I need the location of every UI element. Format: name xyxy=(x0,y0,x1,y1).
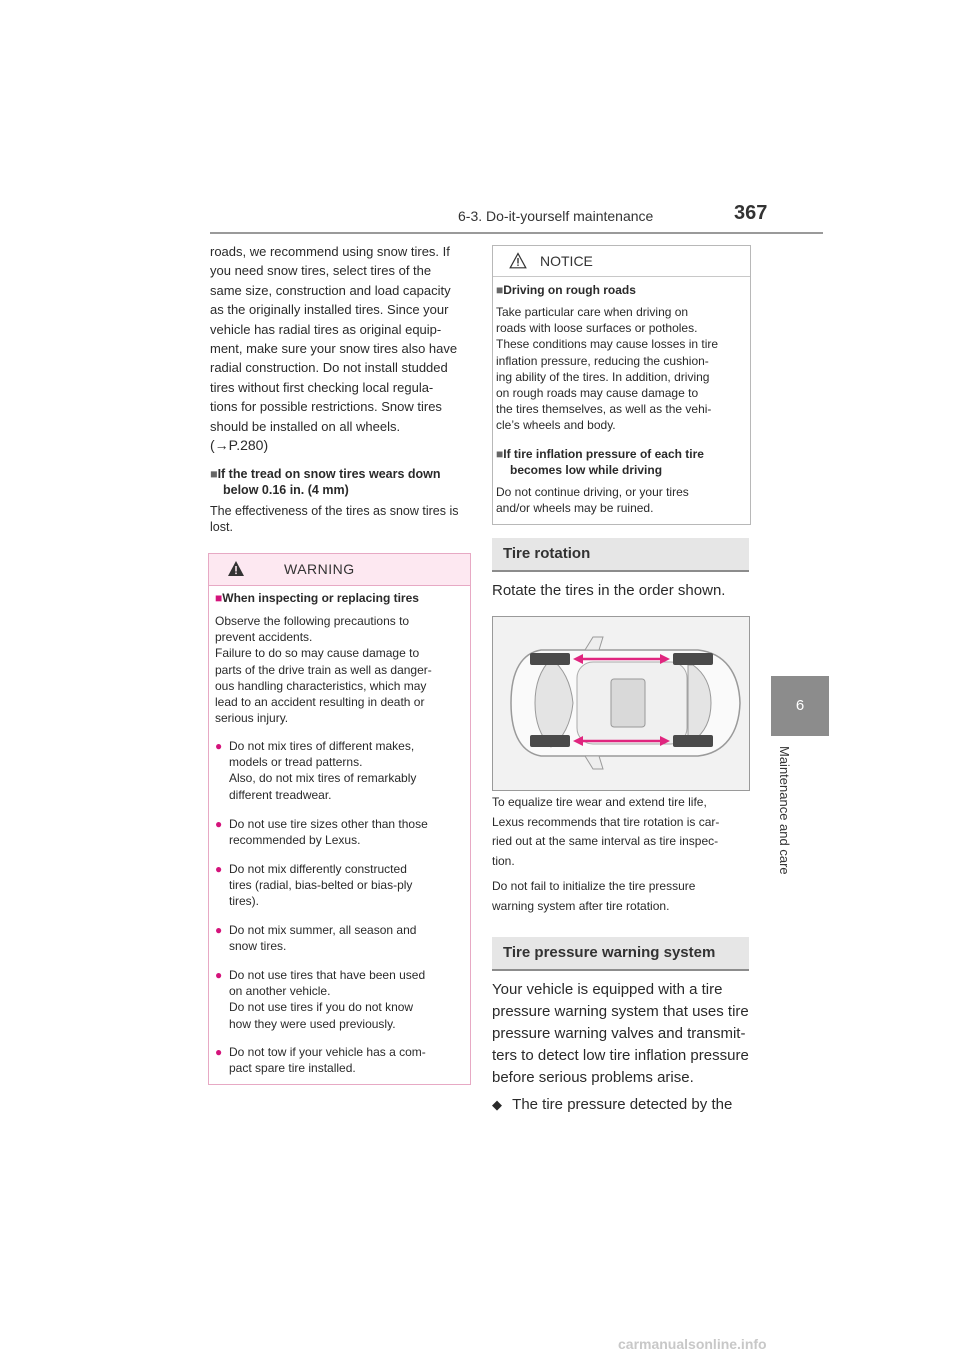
snow-tire-subheading: ■If the tread on snow tires wears down b… xyxy=(210,467,441,497)
warning-header: WARNING xyxy=(209,554,470,586)
notice-body-rough-roads: Take particular care when driving on roa… xyxy=(496,305,719,433)
intro-line: as the originally installed tires. Since… xyxy=(210,302,449,318)
list-item: ● Do not mix differently constructed tir… xyxy=(215,862,413,909)
square-bullet-icon: ■ xyxy=(496,447,504,461)
rear-left-tire xyxy=(673,653,713,665)
intro-line: you need snow tires, select tires of the xyxy=(210,263,432,279)
dot-bullet-icon: ● xyxy=(215,862,223,876)
tpws-bullet: ◆ The tire pressure detected by the xyxy=(492,1096,733,1113)
dot-bullet-icon: ● xyxy=(215,923,223,937)
intro-line: should be installed on all wheels. xyxy=(210,418,401,434)
square-bullet-icon: ■ xyxy=(210,467,218,481)
intro-line: vehicle has radial tires as original equ… xyxy=(210,321,442,337)
notice-body-low-pressure: Do not continue driving, or your tires a… xyxy=(496,485,689,516)
tire-rotation-intro: Rotate the tires in the order shown. xyxy=(492,582,726,599)
notice-heading-rough-roads: ■Driving on rough roads xyxy=(496,283,636,297)
square-bullet-icon: ■ xyxy=(496,283,504,297)
page-reference-link[interactable]: (→P.280) xyxy=(210,437,269,454)
notice-box: NOTICE ■Driving on rough roads Take part… xyxy=(492,245,751,525)
intro-line: tions for possible restrictions. Snow ti… xyxy=(210,399,442,415)
rotation-arrows xyxy=(573,654,670,746)
list-item: ● Do not use tires that have been used o… xyxy=(215,968,426,1031)
notice-header: NOTICE xyxy=(493,246,750,277)
header-rule xyxy=(210,232,823,234)
tpws-heading: Tire pressure warning system xyxy=(492,937,749,971)
list-item: ● Do not mix summer, all season and snow… xyxy=(215,923,417,954)
chapter-title: Maintenance and care xyxy=(777,746,792,875)
tire-rotation-note: To equalize tire wear and extend tire li… xyxy=(492,795,720,868)
chapter-label: Maintenance and care xyxy=(777,746,816,886)
page-reference: P.280 xyxy=(228,437,264,454)
tire-rotation-heading: Tire rotation xyxy=(492,538,749,572)
front-left-tire xyxy=(530,653,570,665)
warning-heading: ■When inspecting or replacing tires xyxy=(215,591,419,605)
warning-box: WARNING ■When inspecting or replacing ti… xyxy=(208,553,471,1085)
tpws-body: Your vehicle is equipped with a tire pre… xyxy=(492,981,749,1086)
front-right-tire xyxy=(530,735,570,747)
dot-bullet-icon: ● xyxy=(215,817,223,831)
caution-icon xyxy=(509,252,527,269)
intro-line: tires without first checking local regul… xyxy=(210,379,434,395)
dot-bullet-icon: ● xyxy=(215,968,223,982)
tire-rotation-initialize-note: Do not fail to initialize the tire press… xyxy=(492,879,696,913)
intro-paragraph: roads, we recommend using snow tires. If… xyxy=(210,242,472,455)
page-number: 367 xyxy=(734,202,768,224)
watermark: carmanualsonline.info xyxy=(618,1336,767,1352)
rear-right-tire xyxy=(673,735,713,747)
intro-line: same size, construction and load capacit… xyxy=(210,282,451,298)
snow-tire-body: The effectiveness of the tires as snow t… xyxy=(210,504,459,534)
warning-icon xyxy=(228,561,244,576)
notice-title: NOTICE xyxy=(540,253,593,269)
arrow-icon: → xyxy=(214,437,229,454)
warning-intro: Observe the following precautions to pre… xyxy=(215,614,432,726)
square-bullet-icon: ■ xyxy=(215,591,223,605)
dot-bullet-icon: ● xyxy=(215,739,223,753)
car-top-view xyxy=(510,636,741,770)
list-item: ● Do not tow if your vehicle has a com- … xyxy=(215,1045,426,1076)
notice-heading-low-pressure: ■If tire inflation pressure of each tire… xyxy=(496,447,704,478)
section-title: 6-3. Do-it-yourself maintenance xyxy=(458,208,654,224)
chapter-tab[interactable]: 6 xyxy=(771,676,829,736)
intro-line: roads, we recommend using snow tires. If xyxy=(210,244,450,259)
list-item: ● Do not use tire sizes other than those… xyxy=(215,817,428,848)
dot-bullet-icon: ● xyxy=(215,1045,223,1059)
list-item: ● Do not mix tires of different makes, m… xyxy=(215,739,417,802)
tire-rotation-diagram xyxy=(492,616,750,791)
warning-title: WARNING xyxy=(284,561,355,577)
intro-line: ment, make sure your snow tires also hav… xyxy=(210,341,458,357)
diamond-bullet-icon: ◆ xyxy=(492,1097,502,1112)
intro-line: radial construction. Do not install stud… xyxy=(210,360,448,376)
